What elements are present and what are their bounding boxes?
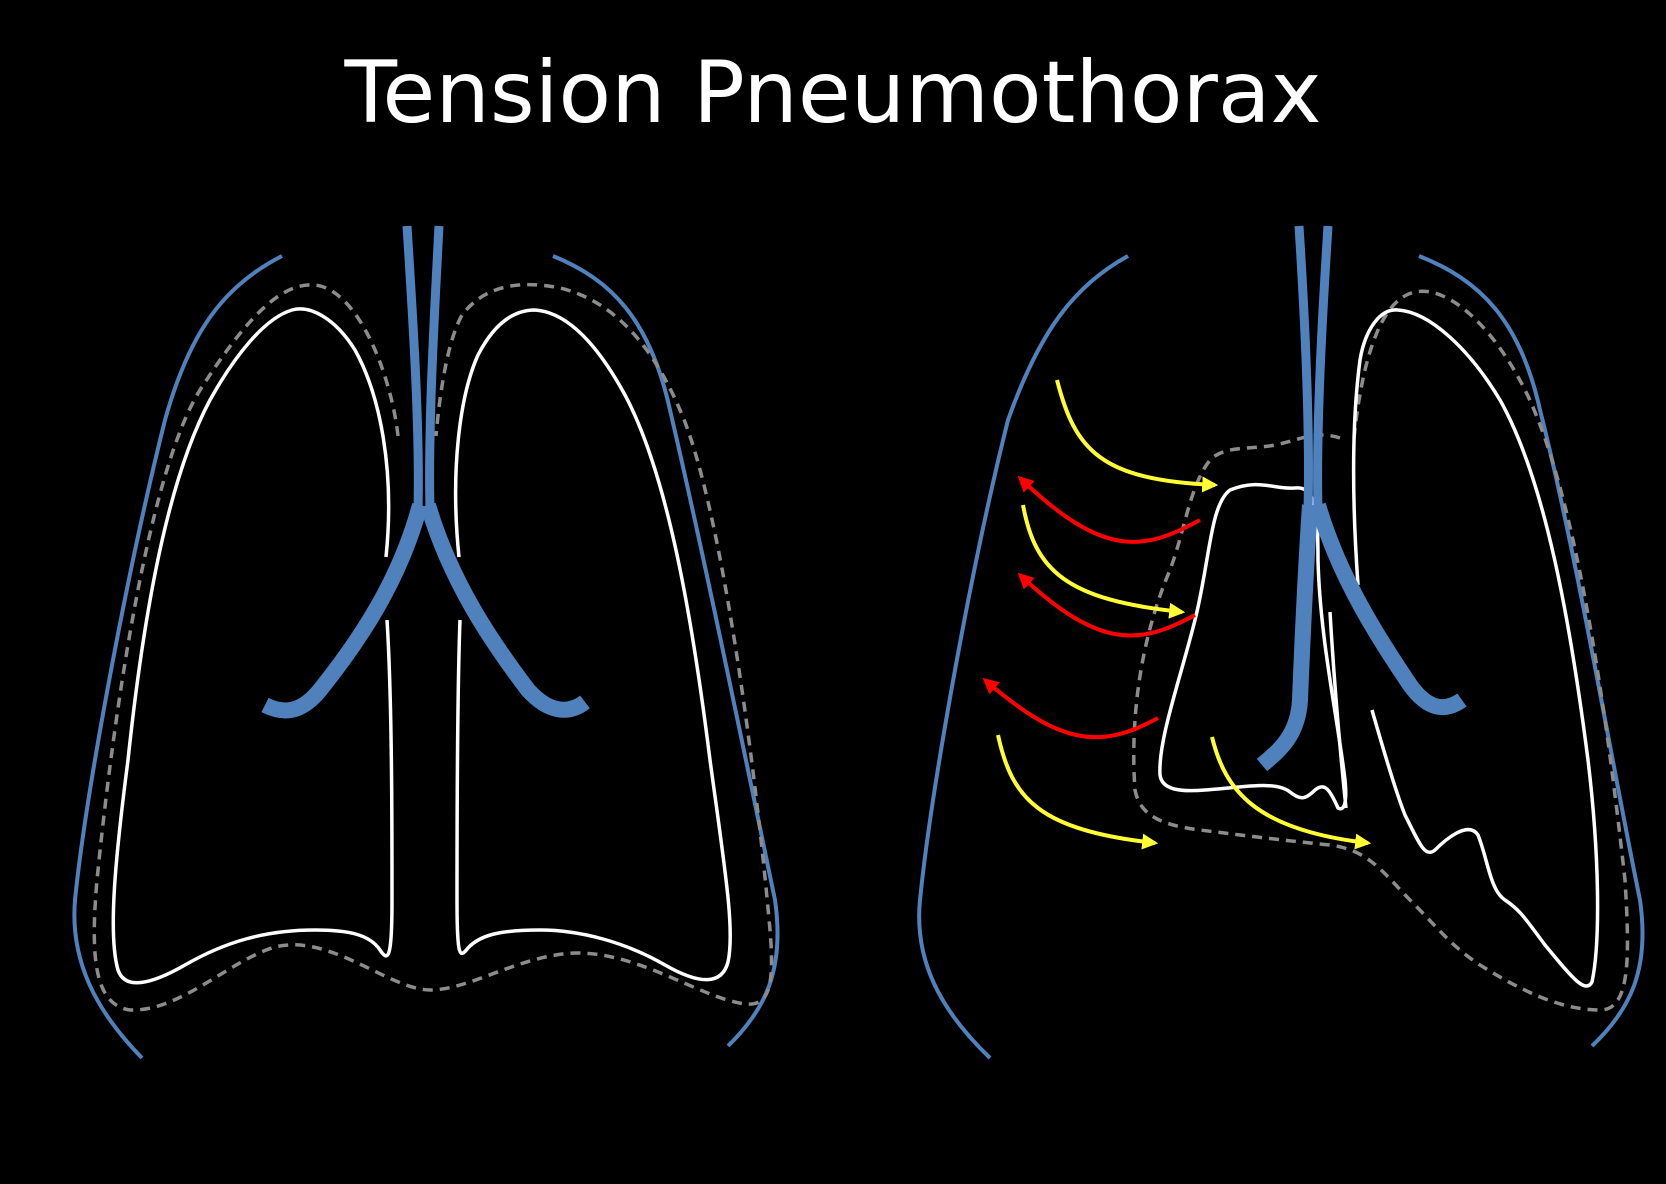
trachea-left-wall-shifted — [1294, 225, 1313, 511]
left-main-bronchus-shifted — [1310, 502, 1467, 715]
air-inflow-arrow-1 — [1055, 379, 1219, 493]
air-trapped-arrow-2 — [1017, 572, 1196, 638]
tension-pneumothorax-panel — [917, 225, 1645, 1060]
air-inflow-arrow-4 — [1210, 736, 1372, 850]
pleura-outline-left — [92, 282, 774, 1012]
air-inflow-arrow-3 — [996, 734, 1159, 850]
mediastinal-line — [1328, 611, 1348, 809]
pleura-outline-shifted — [1132, 289, 1630, 1012]
trachea-right-wall-shifted — [1313, 225, 1333, 511]
left-main-bronchus — [420, 502, 590, 718]
air-trapped-arrow-3 — [982, 677, 1159, 740]
right-main-bronchus-compressed — [1256, 504, 1318, 772]
chest-wall-right — [552, 254, 780, 1048]
trachea-right-wall — [425, 225, 444, 511]
normal-chest-panel — [72, 225, 780, 1060]
chest-wall-left — [72, 254, 283, 1060]
chest-wall-right-affected — [1418, 254, 1645, 1048]
trachea-left-wall — [402, 225, 423, 511]
collapsed-lung-outline — [1158, 482, 1348, 811]
air-inflow-arrow-2 — [1021, 504, 1186, 619]
left-lung-outline — [453, 308, 733, 982]
slide-title: Tension Pneumothorax — [344, 43, 1322, 143]
air-trapped-arrow-1 — [1017, 475, 1201, 544]
shifted-lung-outline — [1351, 308, 1600, 988]
right-lung-outline — [111, 307, 394, 985]
right-main-bronchus — [261, 502, 428, 719]
chest-wall-left-affected — [917, 254, 1129, 1060]
